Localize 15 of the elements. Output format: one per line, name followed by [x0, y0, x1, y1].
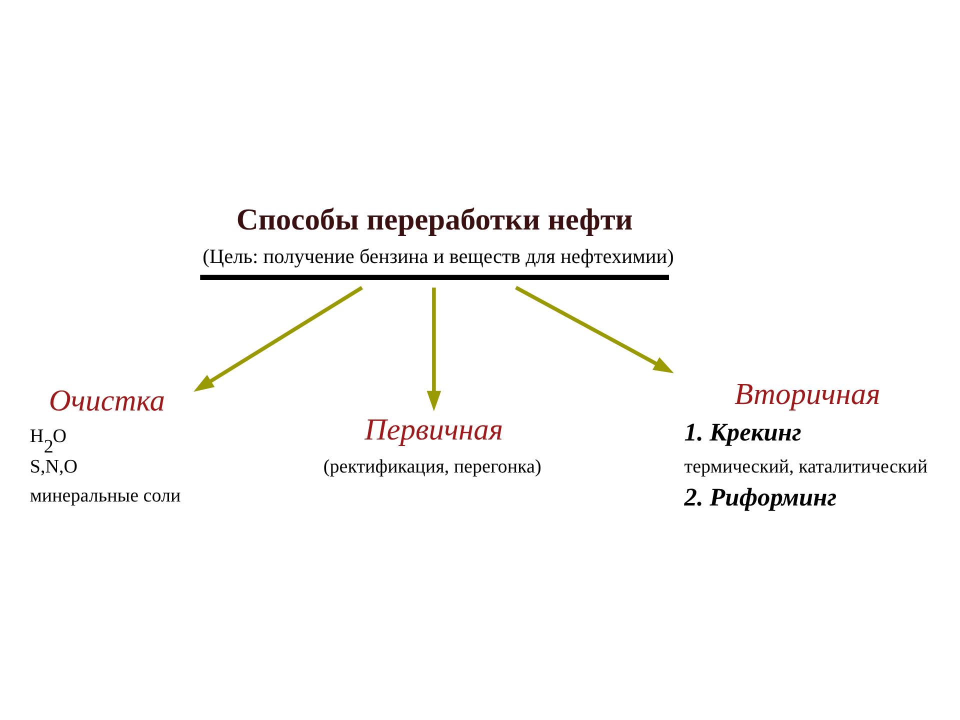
node-label: S,N,O: [30, 456, 78, 478]
node-text: Первичная: [364, 412, 504, 447]
node-text: Вторичная: [734, 377, 880, 412]
node-label: минеральные соли: [30, 486, 181, 507]
arrow: [515, 286, 674, 374]
node-label: 2. Риформинг: [684, 483, 837, 512]
arrow: [426, 288, 442, 412]
node-label: (Цель: получение бензина и веществ для нефтехимии): [202, 246, 674, 268]
node-label: 1. Крекинг: [684, 418, 802, 447]
arrow: [194, 286, 363, 392]
node-label: (ректификация, перегонка): [323, 456, 542, 478]
node-label: Способы переработки нефти: [236, 202, 633, 236]
node-label: термический, каталитический: [684, 456, 928, 478]
node-box: [200, 274, 670, 280]
node-text: Очистка: [48, 383, 166, 418]
